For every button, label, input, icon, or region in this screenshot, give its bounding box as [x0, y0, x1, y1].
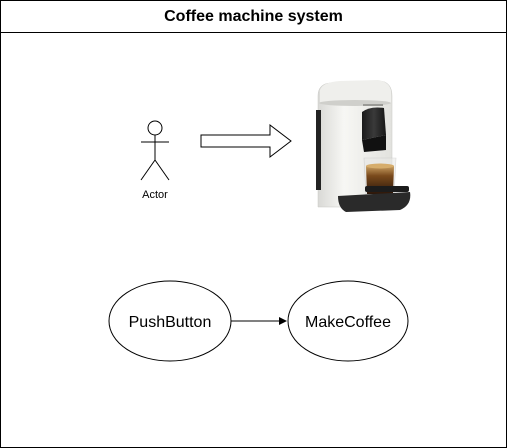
usecase-makecoffee	[287, 280, 409, 362]
actor-icon	[140, 120, 170, 181]
actor-label: Actor	[142, 189, 168, 201]
usecase-makecoffee-label: MakeCoffee	[305, 314, 391, 331]
diagram-title: Coffee machine system	[1, 1, 506, 33]
coffee-machine-icon	[316, 80, 411, 212]
flow-arrow-icon	[200, 123, 292, 159]
usecase-pushbutton-label: PushButton	[129, 314, 212, 331]
